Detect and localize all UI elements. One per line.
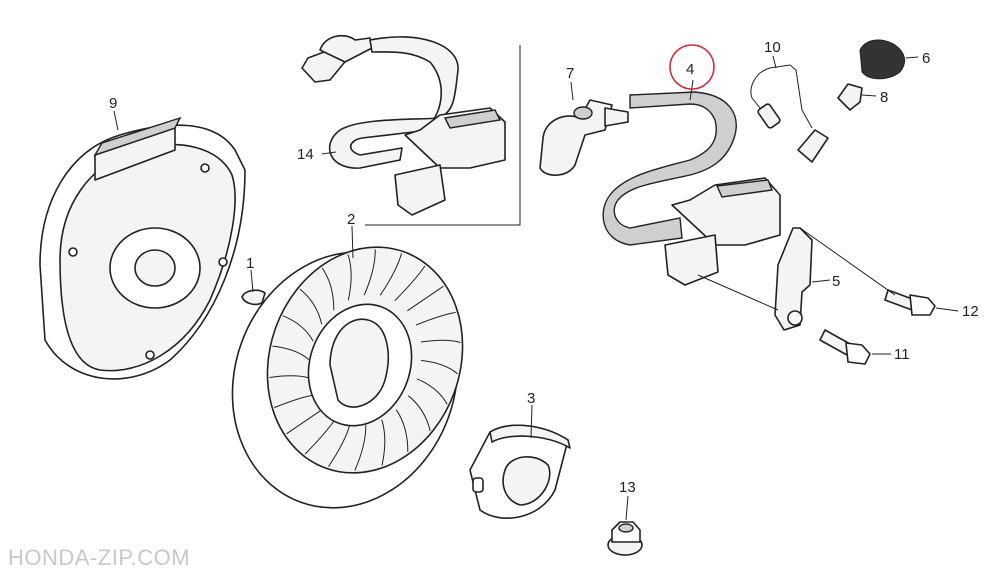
watermark: HONDA-ZIP.COM bbox=[8, 545, 190, 570]
fan-blade bbox=[379, 253, 402, 296]
inset-frame bbox=[365, 45, 521, 226]
callout-1[interactable]: 1 bbox=[246, 255, 254, 272]
bolt-part-12[interactable] bbox=[884, 289, 936, 316]
bolt-part-11[interactable] bbox=[819, 329, 871, 365]
ignition-coil-part-4[interactable] bbox=[602, 91, 781, 286]
fan-blade bbox=[416, 378, 448, 405]
callout-labels: 1 2 3 4 5 6 7 8 9 10 11 12 13 14 bbox=[109, 39, 979, 496]
fan-blade bbox=[420, 339, 461, 343]
fan-blade bbox=[421, 359, 458, 375]
callout-13[interactable]: 13 bbox=[619, 479, 636, 496]
callout-12[interactable]: 12 bbox=[962, 303, 979, 320]
clip-part-8[interactable] bbox=[837, 83, 863, 111]
spark-plug-cap-part-7[interactable] bbox=[539, 99, 629, 176]
wire-harness-part-10[interactable] bbox=[750, 64, 829, 163]
starter-pulley-part-3[interactable] bbox=[469, 424, 571, 519]
callout-9[interactable]: 9 bbox=[109, 95, 117, 112]
flywheel-part-9[interactable] bbox=[39, 116, 246, 380]
leader-lines bbox=[113, 55, 959, 521]
fan-blade bbox=[347, 254, 352, 301]
cooling-fan-part-2[interactable] bbox=[197, 219, 493, 539]
fan-blade bbox=[407, 285, 444, 312]
bracket-part-5[interactable] bbox=[774, 227, 813, 331]
fan-blade bbox=[272, 345, 310, 360]
cover-part-6[interactable] bbox=[859, 39, 906, 80]
callout-5[interactable]: 5 bbox=[832, 273, 840, 290]
fan-blade bbox=[394, 265, 426, 301]
callout-6[interactable]: 6 bbox=[922, 50, 930, 67]
fan-blade bbox=[299, 288, 323, 325]
fan-blade bbox=[269, 375, 310, 379]
fan-blade bbox=[321, 267, 335, 311]
callout-4[interactable]: 4 bbox=[686, 61, 694, 78]
fan-blade bbox=[282, 315, 314, 342]
callout-2[interactable]: 2 bbox=[347, 211, 355, 228]
fan-blade bbox=[328, 424, 351, 467]
fan-blade bbox=[415, 311, 456, 326]
callout-7[interactable]: 7 bbox=[566, 65, 574, 82]
ignition-coil-part-14[interactable] bbox=[301, 34, 506, 216]
fan-blade bbox=[363, 249, 376, 296]
fan-blade bbox=[395, 409, 409, 453]
woodruff-key-part-1[interactable] bbox=[241, 289, 266, 306]
fan-blade bbox=[354, 424, 367, 471]
callout-11[interactable]: 11 bbox=[894, 346, 910, 363]
callout-14[interactable]: 14 bbox=[297, 146, 314, 163]
callout-10[interactable]: 10 bbox=[764, 39, 781, 56]
callout-3[interactable]: 3 bbox=[527, 390, 535, 407]
flange-nut-part-13[interactable] bbox=[607, 521, 643, 556]
fan-blade bbox=[407, 395, 431, 432]
fan-blade bbox=[381, 419, 386, 466]
callout-8[interactable]: 8 bbox=[880, 89, 888, 106]
highlight-circle bbox=[669, 44, 715, 90]
